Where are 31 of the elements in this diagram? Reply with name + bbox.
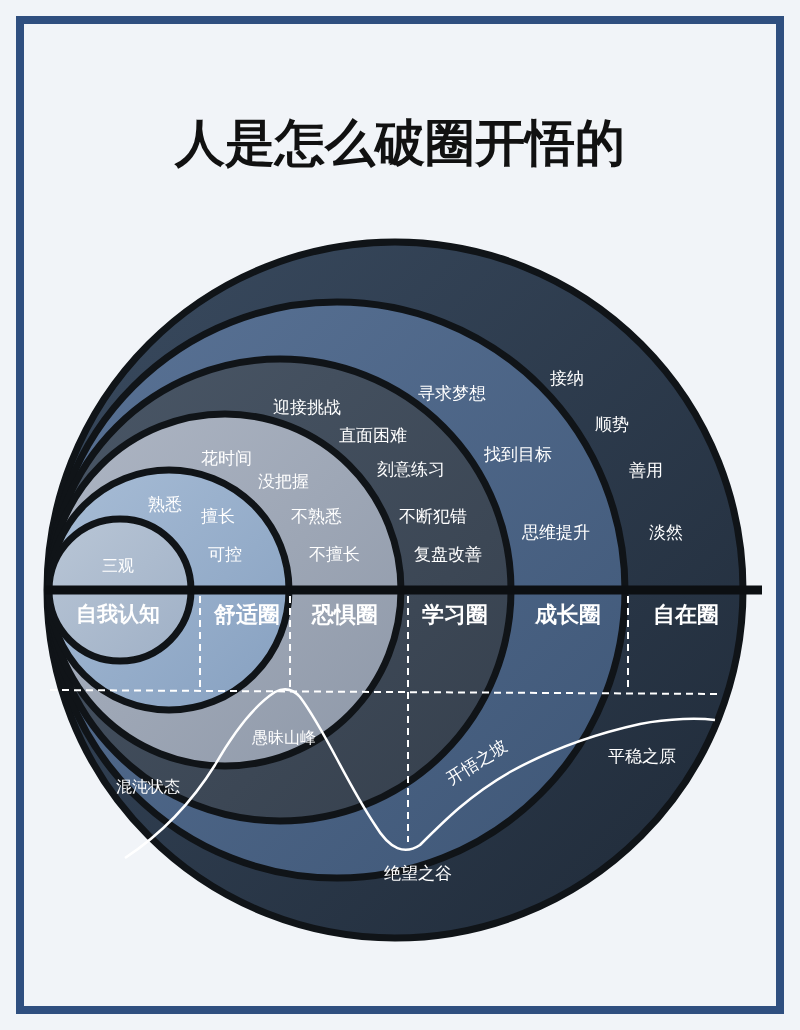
zone-keyword: 淡然 [649, 521, 683, 543]
zone-keyword: 思维提升 [522, 521, 590, 543]
zone-heading: 学习圈 [422, 601, 488, 629]
zone-keyword: 擅长 [201, 505, 235, 527]
zone-keyword: 三观 [102, 556, 134, 576]
zone-keyword: 不熟悉 [290, 505, 342, 527]
zone-keyword: 刻意练习 [377, 458, 445, 480]
zone-keyword: 善用 [629, 459, 663, 481]
zone-keyword: 顺势 [595, 413, 629, 435]
zone-keyword: 没把握 [257, 470, 309, 492]
zone-keyword: 不断犯错 [399, 505, 467, 527]
curve-label: 混沌状态 [116, 777, 180, 797]
zone-heading: 自在圈 [653, 601, 719, 629]
zone-keyword: 复盘改善 [414, 543, 482, 565]
zone-keyword: 寻求梦想 [418, 382, 486, 404]
zone-keyword: 迎接挑战 [273, 396, 341, 418]
zone-keyword: 不擅长 [308, 543, 360, 565]
zone-heading: 恐惧圈 [312, 601, 378, 629]
zone-keyword: 熟悉 [148, 493, 182, 515]
curve-label: 平稳之原 [608, 745, 676, 767]
title: 人是怎么破圈开悟的 [173, 113, 626, 174]
zone-heading: 自我认知 [76, 602, 160, 628]
zone-heading: 成长圈 [535, 601, 601, 629]
zone-keyword: 找到目标 [484, 443, 552, 465]
zone-keyword: 花时间 [200, 447, 252, 469]
curve-label: 绝望之谷 [384, 862, 452, 884]
zone-heading: 舒适圈 [214, 601, 280, 629]
zone-keyword: 可控 [208, 543, 242, 565]
curve-label: 开悟之坡 [442, 735, 512, 789]
zone-keyword: 接纳 [550, 367, 584, 389]
zone-keyword: 直面困难 [339, 424, 407, 446]
